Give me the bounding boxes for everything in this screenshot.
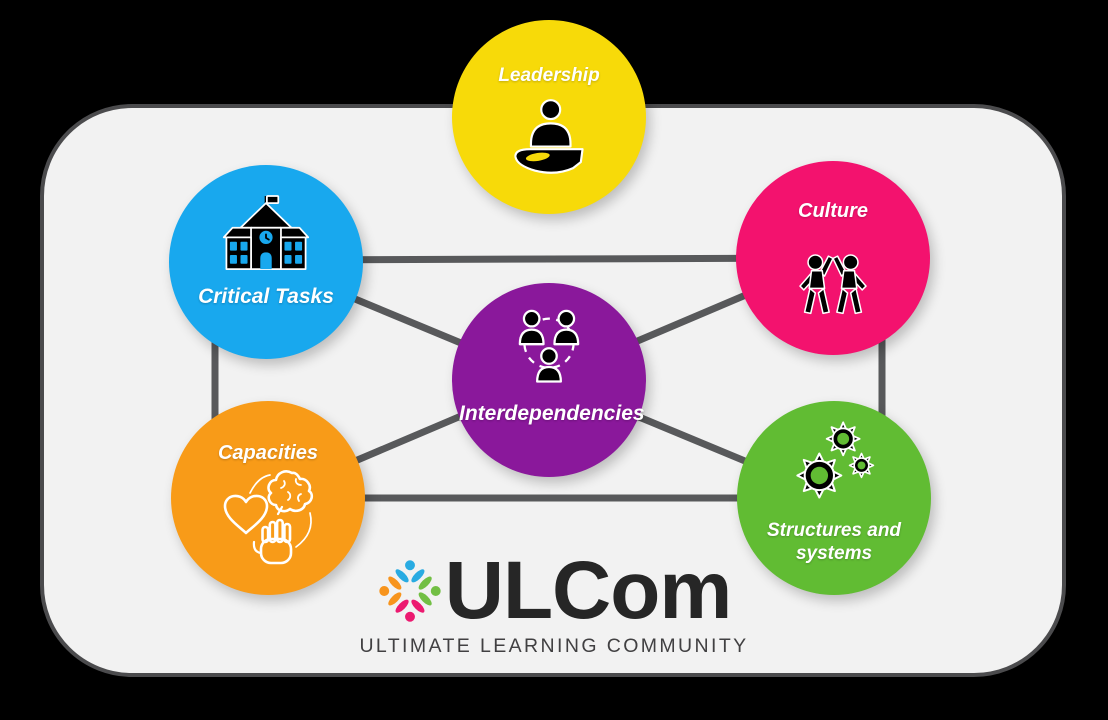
ulcom-logo: ULCom ULTIMATE LEARNING COMMUNITY xyxy=(0,545,1108,658)
high-five-people-icon xyxy=(799,254,867,315)
connected-people-network-icon xyxy=(518,309,580,383)
node-structures-systems-label: Structures and systems xyxy=(766,520,902,565)
node-critical-tasks: Critical Tasks xyxy=(169,165,363,359)
node-capacities-label: Capacities xyxy=(217,442,319,464)
logo-wordmark: ULCom xyxy=(444,545,733,637)
node-culture: Culture xyxy=(736,161,930,355)
gears-icon xyxy=(796,421,875,499)
node-interdependencies: Interdependencies xyxy=(452,283,646,477)
node-critical-tasks-label: Critical Tasks xyxy=(198,285,334,308)
node-capacities: Capacities xyxy=(171,401,365,595)
ulcom-flower-icon xyxy=(379,560,441,622)
logo-row: ULCom xyxy=(377,545,733,637)
node-culture-label: Culture xyxy=(798,200,868,222)
node-leadership-label: Leadership xyxy=(498,65,600,86)
logo-tagline: ULTIMATE LEARNING COMMUNITY xyxy=(359,635,749,657)
heart-brain-hand-cycle-icon xyxy=(223,470,314,565)
node-structures-systems: Structures and systems xyxy=(737,401,931,595)
node-interdependencies-label: Interdependencies xyxy=(459,402,645,425)
serving-hand-person-icon xyxy=(514,99,584,174)
school-building-icon xyxy=(222,195,310,270)
node-leadership: Leadership xyxy=(452,20,646,214)
